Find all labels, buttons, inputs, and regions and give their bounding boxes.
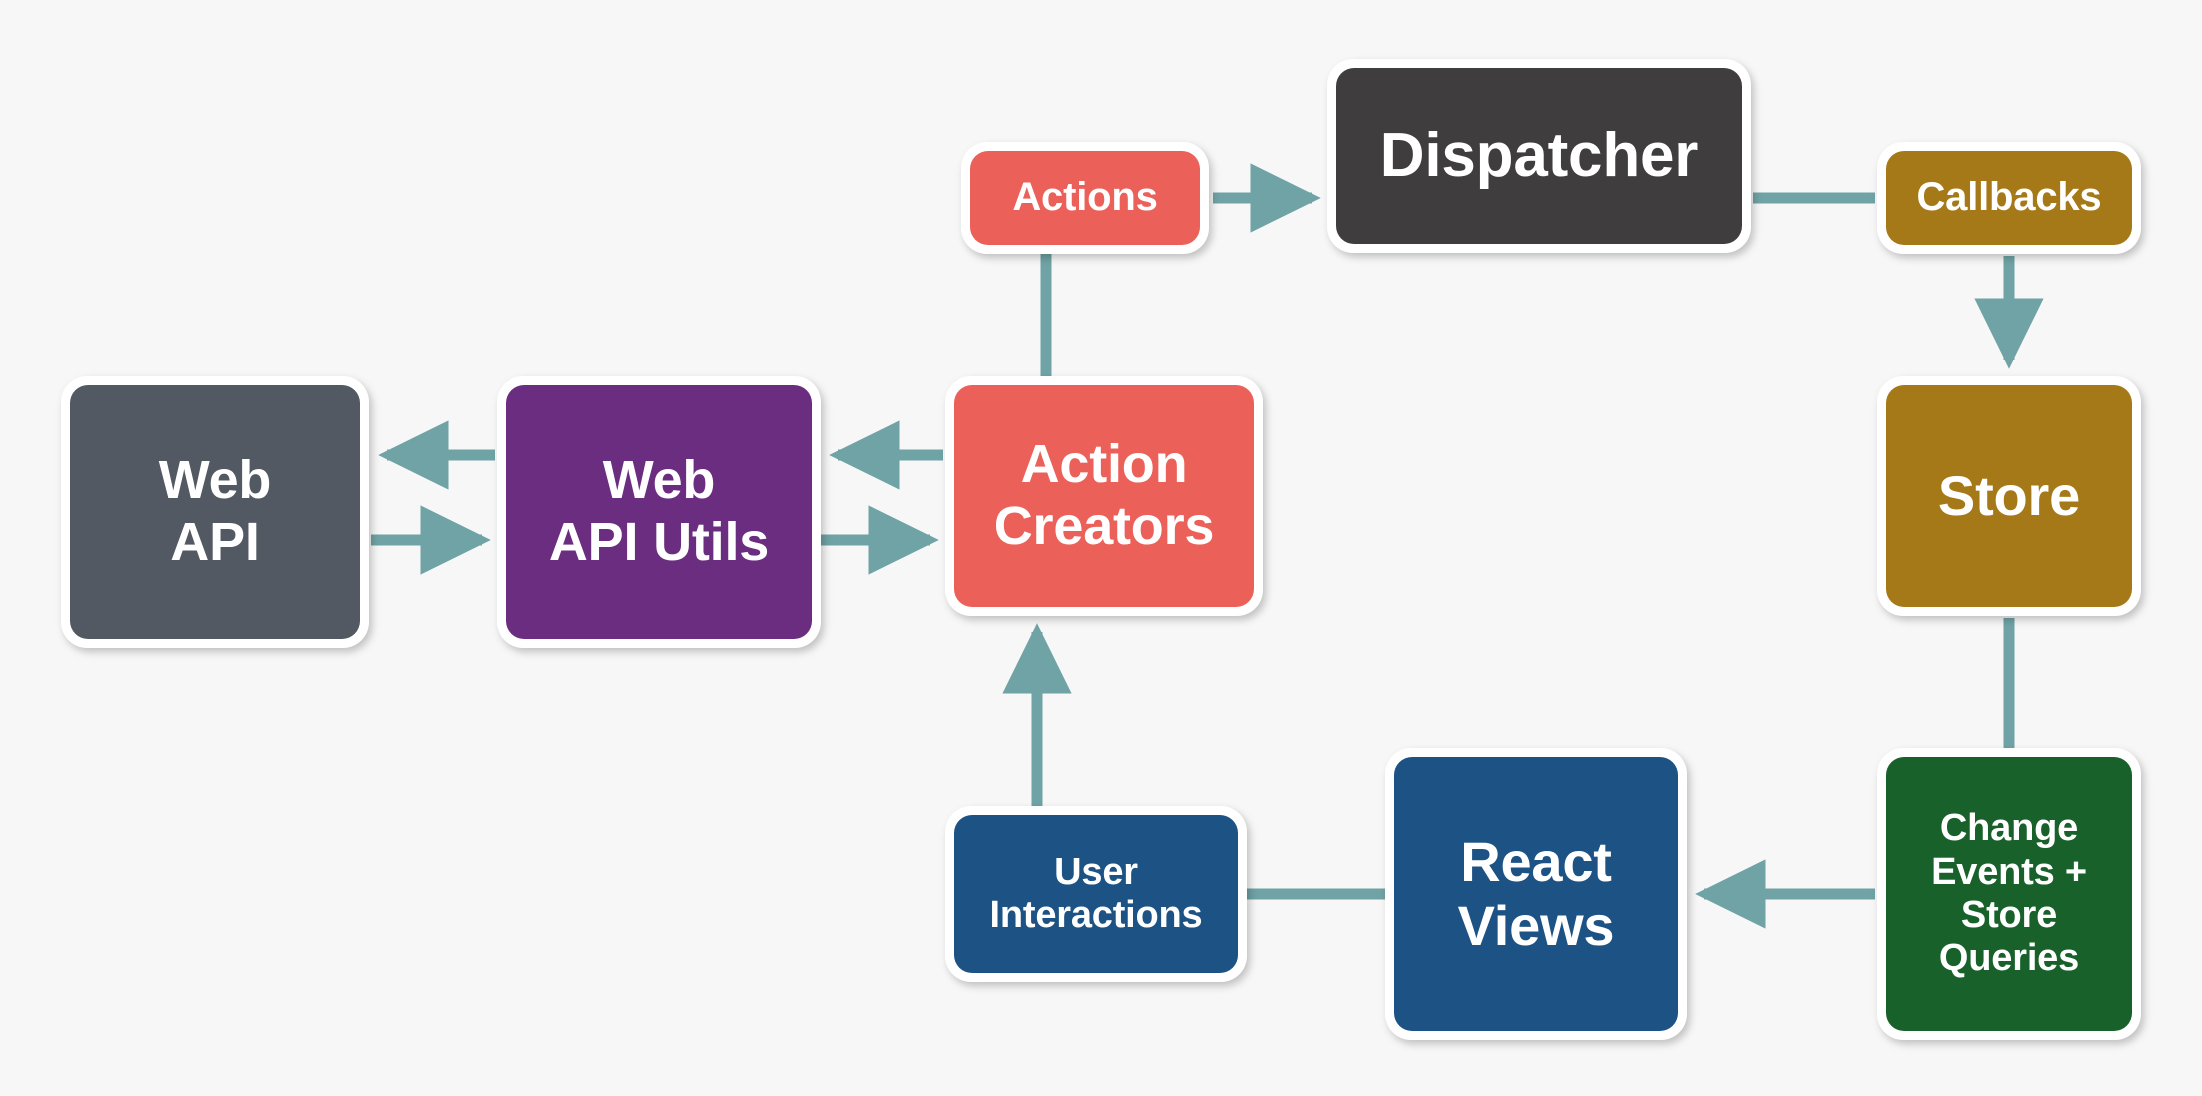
node-web-api-label: Web API bbox=[158, 450, 272, 572]
node-react-views[interactable]: React Views bbox=[1385, 748, 1687, 1040]
node-user-interactions-label: User Interactions bbox=[989, 850, 1203, 936]
node-store-label: Store bbox=[1937, 464, 2081, 528]
node-dispatcher[interactable]: Dispatcher bbox=[1327, 59, 1751, 253]
node-react-views-label: React Views bbox=[1457, 830, 1615, 957]
node-web-api-utils-label: Web API Utils bbox=[548, 450, 770, 572]
node-store[interactable]: Store bbox=[1877, 376, 2141, 616]
node-action-creators[interactable]: Action Creators bbox=[945, 376, 1263, 616]
node-change-events-label: Change Events + Store Queries bbox=[1931, 807, 2087, 980]
node-callbacks[interactable]: Callbacks bbox=[1877, 142, 2141, 254]
node-callbacks-label: Callbacks bbox=[1916, 175, 2102, 220]
node-dispatcher-label: Dispatcher bbox=[1379, 120, 1699, 190]
node-web-api-utils[interactable]: Web API Utils bbox=[497, 376, 821, 648]
node-actions[interactable]: Actions bbox=[961, 142, 1209, 254]
node-web-api[interactable]: Web API bbox=[61, 376, 369, 648]
node-user-interactions[interactable]: User Interactions bbox=[945, 806, 1247, 982]
node-actions-label: Actions bbox=[1012, 175, 1158, 220]
node-change-events[interactable]: Change Events + Store Queries bbox=[1877, 748, 2141, 1040]
node-action-creators-label: Action Creators bbox=[993, 434, 1215, 556]
